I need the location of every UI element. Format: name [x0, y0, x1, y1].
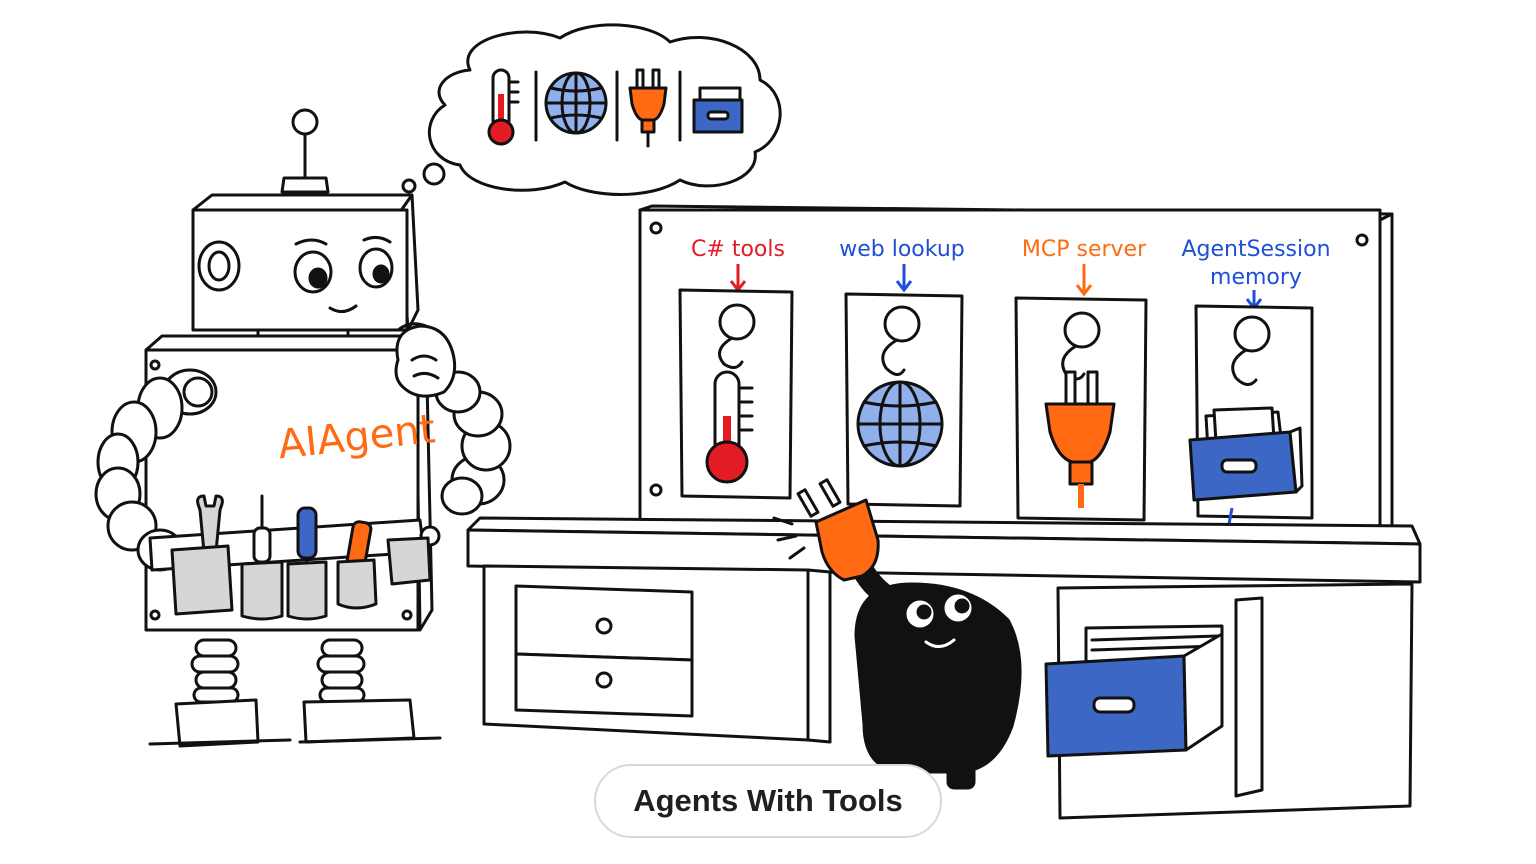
- tool-panel-web: web lookup: [839, 237, 965, 508]
- file-box-icon: [1188, 406, 1304, 502]
- tool-label-mcp: MCP server: [1022, 237, 1147, 262]
- tool-panel-memory: AgentSession memory: [1181, 237, 1331, 579]
- caption-pill: Agents With Tools: [594, 764, 942, 838]
- globe-icon: [544, 71, 608, 135]
- plug-icon: [628, 68, 668, 148]
- tool-label-csharp: C# tools: [691, 237, 785, 262]
- thought-bubble: [401, 23, 782, 196]
- thermometer-icon: [705, 370, 754, 484]
- tool-panel-mcp: MCP server: [1014, 237, 1148, 522]
- robot-antenna: [280, 108, 330, 194]
- tool-panel-csharp: C# tools: [678, 237, 794, 500]
- robot-head: [191, 193, 420, 344]
- open-file-drawer: [1044, 624, 1224, 758]
- drawer-bottom: [514, 652, 694, 718]
- drawer-top: [514, 584, 694, 662]
- robot-right-arm: [394, 322, 512, 516]
- robot-legs: [148, 638, 442, 748]
- caption-text: Agents With Tools: [633, 783, 903, 818]
- file-box-icon: [692, 86, 744, 134]
- plug-icon: [772, 478, 880, 582]
- wrench-icon: [196, 494, 224, 554]
- thermometer-icon: [487, 68, 520, 146]
- robot: AIAgent: [94, 108, 512, 748]
- tool-label-memory-1: AgentSession: [1181, 237, 1330, 262]
- tool-label-web: web lookup: [839, 237, 965, 262]
- plug-icon: [1044, 370, 1116, 508]
- pegboard: C# tools web lookup: [638, 204, 1394, 579]
- tool-label-memory-2: memory: [1210, 265, 1302, 290]
- workbench: [466, 516, 1422, 820]
- globe-icon: [856, 380, 944, 468]
- robot-tool-belt: [148, 494, 441, 621]
